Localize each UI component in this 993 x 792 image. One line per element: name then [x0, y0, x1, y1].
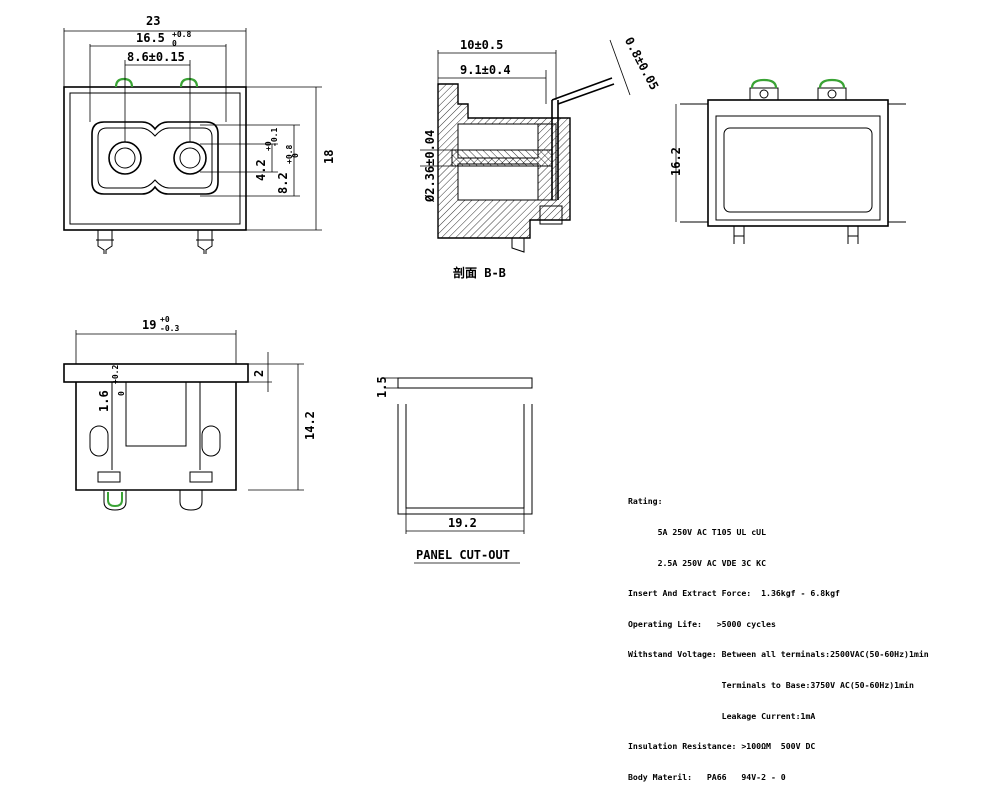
spec-line: Leakage Current:1mA — [628, 710, 816, 721]
dim-1-6-tol-up: +0.2 — [111, 365, 120, 384]
dim-8-6-label: 8.6±0.15 — [127, 50, 185, 64]
side-view — [675, 78, 906, 244]
section-view — [420, 39, 631, 253]
dim-0-8-label: 0.8±0.05 — [622, 35, 661, 93]
dim-1-5-label: 1.5 — [375, 376, 389, 398]
dim-pin-dia-label: Ø2.36±0.04 — [423, 130, 437, 203]
dim-14-2-label: 14.2 — [303, 411, 317, 440]
dim-19-tol-up: +0 — [160, 315, 170, 324]
dim-8-2-label: 8.2 — [276, 172, 290, 194]
panel-cutout — [384, 377, 533, 564]
spec-line: Rating: — [628, 496, 663, 507]
spec-line: 2.5A 250V AC VDE 3C KC — [628, 557, 767, 568]
dim-8-2-tol-dn: 0 — [291, 153, 300, 158]
dim-1-6-tol-dn: 0 — [117, 391, 126, 396]
spec-line: Operating Life: >5000 cycles — [628, 618, 776, 629]
dim-19-tol-dn: -0.3 — [160, 324, 179, 333]
dim-8-2-tol-up: +0.8 — [285, 145, 294, 164]
spec-block: Rating: 5A 250V AC T105 UL cUL 2.5A 250V… — [628, 476, 988, 792]
technical-drawing: 23 16.5 +0.8 0 8.6±0.15 4.2 +0 -0.1 8.2 … — [63, 14, 906, 564]
dim-16-5-tol-dn: 0 — [172, 39, 177, 48]
front-view — [63, 28, 322, 254]
dim-9-1-label: 9.1±0.4 — [460, 63, 511, 77]
dim-10-label: 10±0.5 — [460, 38, 503, 52]
spec-line: Withstand Voltage: Between all terminals… — [628, 649, 929, 660]
dim-19-label: 19 — [142, 318, 156, 332]
dim-4-2-tol-dn: -0.1 — [270, 128, 279, 147]
spec-line: Terminals to Base:3750V AC(50-60Hz)1min — [628, 679, 914, 690]
dim-4-2-label: 4.2 — [254, 159, 268, 181]
dim-23-label: 23 — [146, 14, 160, 28]
dim-16-5-tol-up: +0.8 — [172, 30, 191, 39]
dim-19-2-label: 19.2 — [448, 516, 477, 530]
spec-line: 5A 250V AC T105 UL cUL — [628, 527, 767, 537]
dim-1-6-label: 1.6 — [97, 390, 111, 412]
section-caption: 剖面 B-B — [453, 265, 506, 280]
spec-line: Insulation Resistance: >100ΩM 500V DC — [628, 741, 816, 752]
dim-16-5-label: 16.5 — [136, 31, 165, 45]
dim-16-2-label: 16.2 — [669, 147, 683, 176]
bottom-view — [63, 330, 304, 511]
spec-line: Insert And Extract Force: 1.36kgf - 6.8k… — [628, 588, 840, 599]
panel-cutout-caption: PANEL CUT-OUT — [416, 548, 510, 562]
dim-18-label: 18 — [322, 150, 336, 164]
dim-4-2-tol-up: +0 — [264, 141, 273, 151]
dim-2-label: 2 — [252, 370, 266, 377]
spec-line: Body Materil: PA66 94V-2 - 0 — [628, 771, 786, 782]
